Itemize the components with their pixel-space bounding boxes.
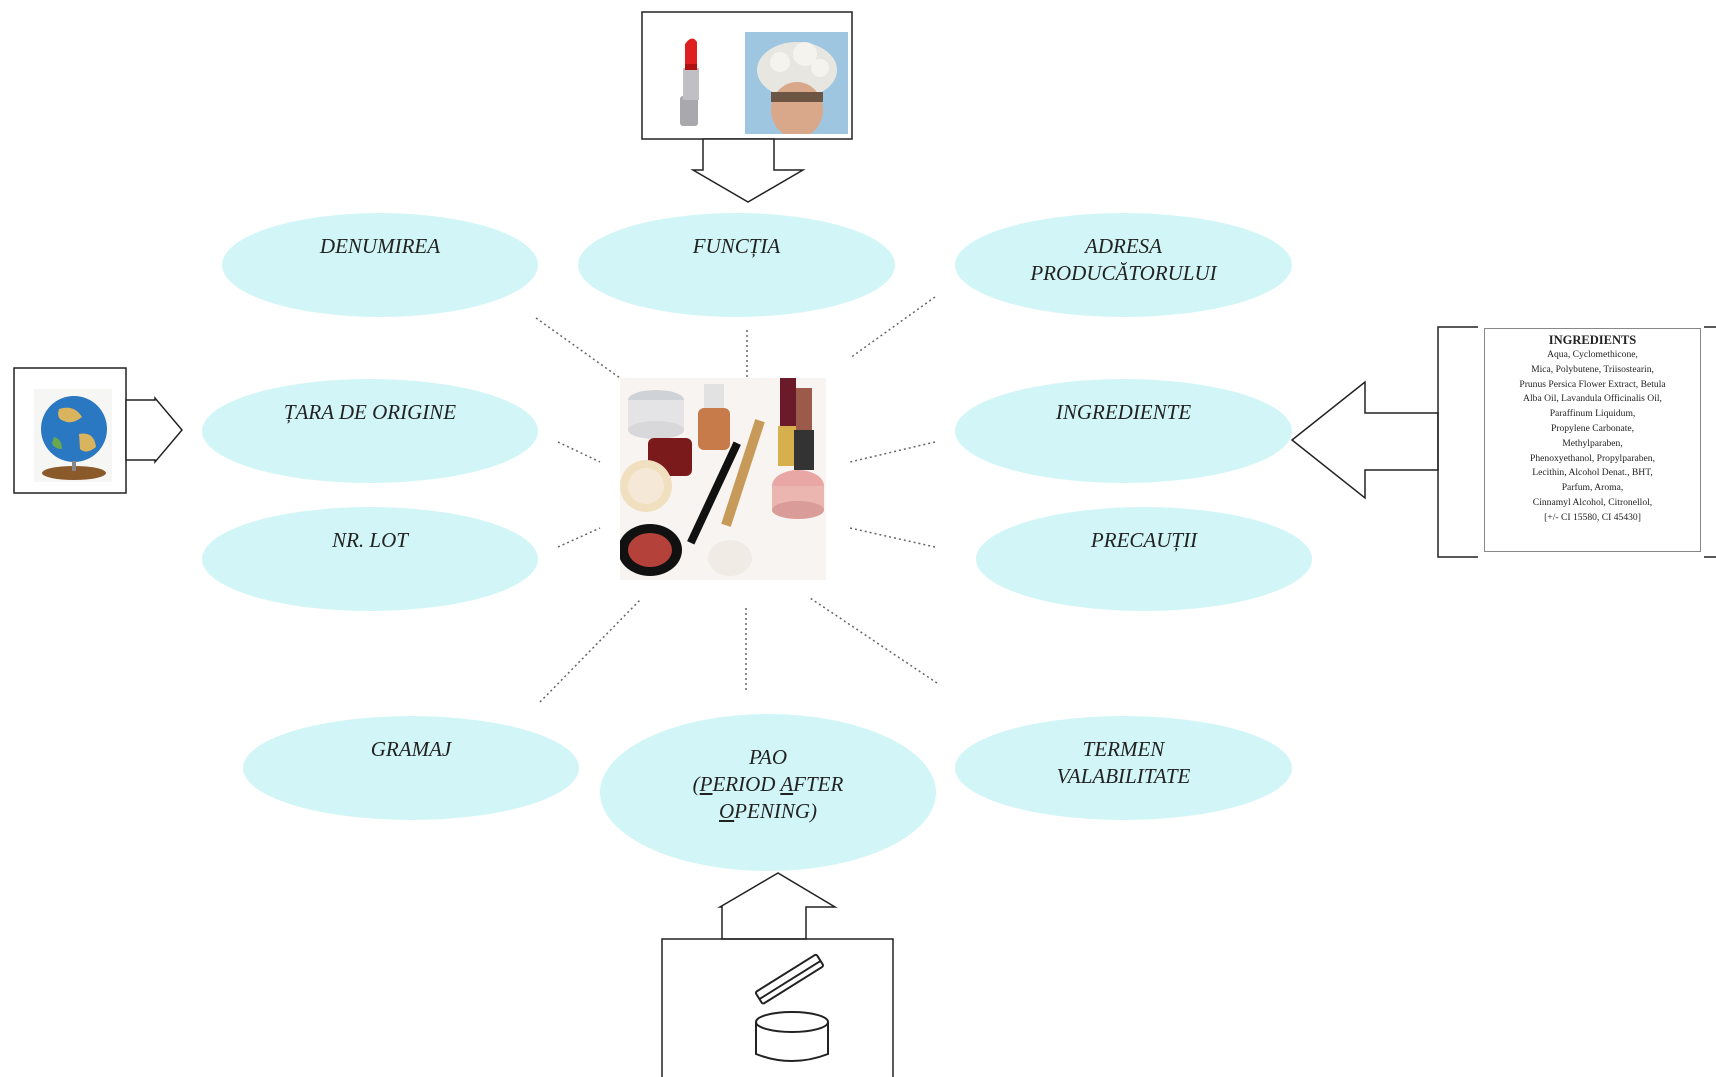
- node-label-line3: OPENING): [719, 798, 817, 825]
- connector-line: [557, 527, 601, 548]
- ingredient-line: Phenoxyethanol, Propylparaben,: [1530, 452, 1655, 464]
- initial-p: P: [699, 772, 713, 796]
- jar-image-frame: [661, 938, 894, 1077]
- lipstick-image: [652, 24, 730, 134]
- node-label: PRODUCĂTORULUI: [1030, 261, 1217, 285]
- node-label: TERMEN: [1082, 737, 1165, 761]
- node-label: PAO: [748, 745, 788, 769]
- down-arrow: [690, 138, 806, 203]
- ingredient-line: Paraffinum Liquidum,: [1549, 408, 1636, 420]
- ingredients-title: INGREDIENTS: [1548, 333, 1637, 347]
- connector-line: [809, 597, 938, 684]
- node-label: VALABILITATE: [1056, 764, 1191, 788]
- node-label: FUNCȚIA: [692, 234, 781, 258]
- node-functia: FUNCȚIA: [578, 213, 895, 317]
- connector-line: [557, 441, 601, 463]
- fter: FTER: [793, 772, 844, 796]
- node-adresa-producatorului: ADRESA PRODUCĂTORULUI: [955, 213, 1292, 317]
- ingredient-line: Cinnamyl Alcohol, Citronellol,: [1532, 496, 1653, 508]
- node-termen-valabilitate: TERMEN VALABILITATE: [955, 716, 1292, 820]
- ingredient-line: Propylene Carbonate,: [1550, 422, 1635, 434]
- paren: (: [692, 772, 700, 796]
- globe-image: [34, 389, 112, 482]
- node-denumirea: DENUMIREA: [222, 213, 538, 317]
- ingredient-line: Lecithin, Alcohol Denat., BHT,: [1532, 467, 1653, 479]
- ingredient-line: Aqua, Cyclomethicone,: [1547, 349, 1638, 360]
- node-label: NR. LOT: [332, 528, 408, 552]
- hair-washing-image: [745, 32, 848, 138]
- node-label: INGREDIENTE: [1055, 400, 1192, 424]
- connector-line: [849, 296, 936, 359]
- right-arrow: [125, 395, 183, 465]
- connector-line: [849, 441, 936, 463]
- node-label: PRECAUȚII: [1090, 528, 1198, 552]
- initial-a: A: [780, 772, 794, 796]
- node-precautii: PRECAUȚII: [976, 507, 1312, 611]
- ingredient-line: Methylparaben,: [1562, 437, 1623, 449]
- ingredient-line: Prunus Persica Flower Extract, Betula: [1519, 378, 1666, 390]
- ingredient-line: Parfum, Aroma,: [1561, 482, 1624, 494]
- node-label: ȚARA DE ORIGINE: [283, 400, 457, 424]
- connector-line: [535, 317, 621, 379]
- pening: PENING): [734, 799, 817, 823]
- ingredient-line: Mica, Polybutene, Triisostearin,: [1531, 363, 1654, 375]
- node-label-line2: (PERIOD AFTER: [693, 771, 844, 798]
- eriod: ERIOD: [712, 772, 781, 796]
- node-gramaj: GRAMAJ: [243, 716, 579, 820]
- cosmetics-image: [618, 378, 826, 580]
- initial-o: O: [719, 799, 735, 823]
- left-arrow: [1290, 380, 1439, 500]
- connector-line: [849, 527, 936, 548]
- node-ingrediente: INGREDIENTE: [955, 379, 1292, 483]
- node-label: ADRESA: [1085, 234, 1162, 258]
- connector-line: [539, 599, 641, 703]
- node-nr-lot: NR. LOT: [202, 507, 538, 611]
- open-jar-icon: [742, 950, 842, 1065]
- ingredient-line: [+/- CI 15580, CI 45430]: [1544, 511, 1641, 523]
- node-label: GRAMAJ: [370, 737, 452, 761]
- node-pao: PAO (PERIOD AFTER OPENING): [600, 714, 936, 871]
- up-arrow: [717, 872, 838, 940]
- node-tara-de-origine: ȚARA DE ORIGINE: [202, 379, 538, 483]
- ingredient-line: Alba Oil, Lavandula Officinalis Oil,: [1523, 393, 1662, 405]
- ingredients-label-box: INGREDIENTS Aqua, Cyclomethicone, Mica, …: [1484, 328, 1701, 552]
- ingredients-bracket-left: [1437, 326, 1478, 558]
- node-label: DENUMIREA: [319, 234, 441, 258]
